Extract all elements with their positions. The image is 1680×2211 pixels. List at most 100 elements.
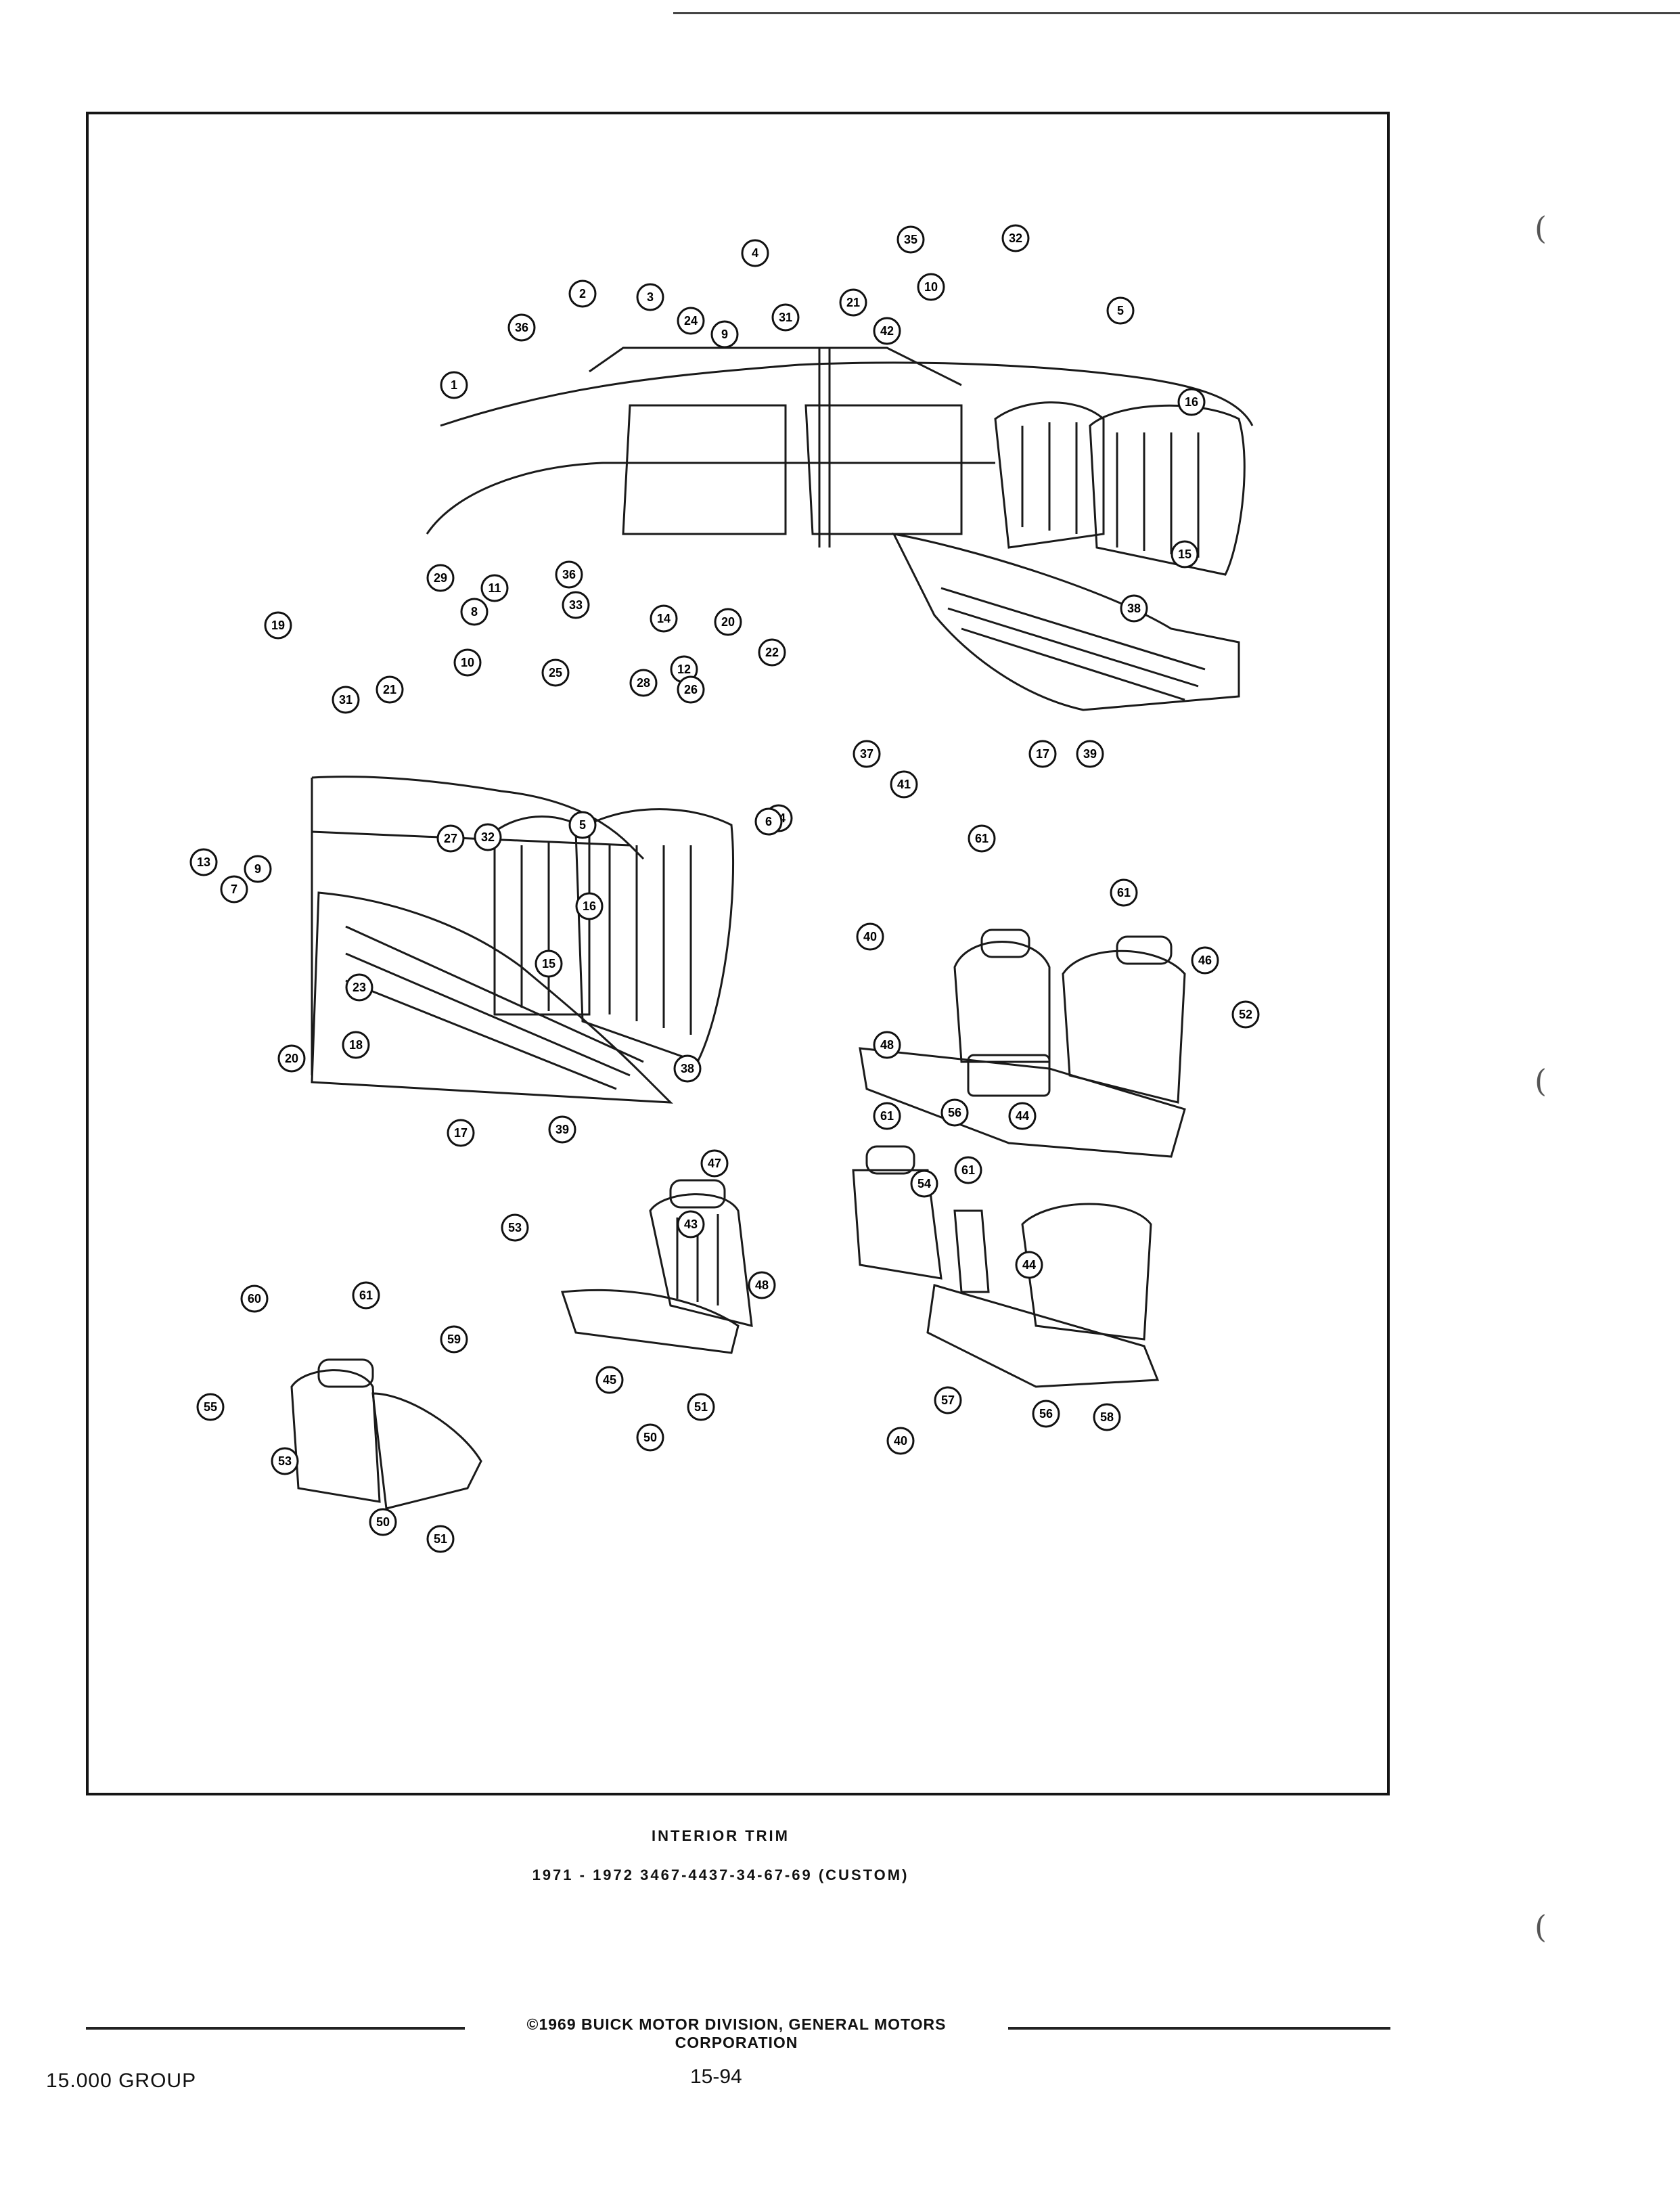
- callout-marker: 16: [1177, 388, 1206, 416]
- callout-marker: 31: [332, 686, 360, 714]
- callout-marker: 29: [426, 564, 455, 592]
- callout-marker: 13: [189, 848, 218, 876]
- callout-number: 46: [1198, 954, 1212, 967]
- callout-number: 39: [555, 1123, 569, 1136]
- callout-number: 10: [461, 656, 474, 669]
- callout-marker: 10: [453, 648, 482, 677]
- callout-number: 21: [846, 296, 860, 309]
- callout-number: 32: [1009, 231, 1022, 245]
- callout-number: 14: [657, 612, 671, 625]
- callout-marker: 41: [890, 770, 918, 799]
- callout-marker: 60: [240, 1285, 269, 1313]
- callout-number: 61: [961, 1163, 975, 1177]
- callout-marker: 48: [873, 1031, 901, 1059]
- callout-number: 50: [643, 1431, 657, 1444]
- callout-marker: 61: [352, 1281, 380, 1310]
- margin-mark: (: [1535, 210, 1547, 246]
- callout-marker: 27: [436, 824, 465, 853]
- callout-number: 32: [481, 830, 495, 844]
- callout-number: 15: [542, 957, 555, 970]
- callout-marker: 5: [568, 811, 597, 839]
- callout-marker: 46: [1191, 946, 1219, 975]
- callout-number: 45: [603, 1373, 616, 1387]
- callout-marker: 25: [541, 658, 570, 687]
- callout-number: 51: [434, 1532, 447, 1546]
- callout-number: 20: [285, 1052, 298, 1065]
- callout-number: 48: [755, 1278, 769, 1292]
- callout-number: 52: [1239, 1008, 1252, 1021]
- callout-number: 59: [447, 1333, 461, 1346]
- callout-marker: 17: [447, 1119, 475, 1147]
- callout-marker: 7: [220, 875, 248, 903]
- callout-number: 37: [860, 747, 873, 761]
- callout-marker: 54: [910, 1169, 938, 1198]
- callout-marker: 20: [714, 608, 742, 636]
- callout-number: 17: [454, 1126, 468, 1140]
- callout-number: 54: [917, 1177, 931, 1190]
- callout-number: 44: [1016, 1109, 1029, 1123]
- callout-marker: 3: [636, 283, 664, 311]
- callout-marker: 56: [1032, 1400, 1060, 1428]
- callout-marker: 53: [501, 1213, 529, 1242]
- callout-number: 18: [349, 1038, 363, 1052]
- callout-marker: 21: [839, 288, 867, 317]
- callout-number: 48: [880, 1038, 894, 1052]
- callout-marker: 45: [595, 1366, 624, 1394]
- callout-marker: 2: [568, 280, 597, 308]
- callout-marker: 5: [1106, 296, 1135, 325]
- callout-number: 58: [1100, 1410, 1114, 1424]
- callout-number: 28: [637, 676, 650, 690]
- callout-number: 53: [508, 1221, 522, 1234]
- callout-marker: 36: [507, 313, 536, 342]
- callout-number: 56: [948, 1106, 961, 1119]
- callout-number: 47: [708, 1157, 721, 1170]
- callout-number: 9: [721, 328, 728, 341]
- footer-rule-left: [86, 2027, 465, 2030]
- callout-number: 55: [204, 1400, 217, 1414]
- callout-marker: 40: [856, 922, 884, 951]
- callout-marker: 9: [244, 855, 272, 883]
- callout-number: 22: [765, 646, 779, 659]
- callout-number: 42: [880, 324, 894, 338]
- callout-marker: 39: [548, 1115, 576, 1144]
- callout-marker: 58: [1093, 1403, 1121, 1431]
- callout-marker: 61: [873, 1102, 901, 1130]
- callout-number: 43: [684, 1218, 698, 1231]
- callout-marker: 15: [535, 950, 563, 978]
- top-rule: [673, 12, 1680, 14]
- callout-marker: 11: [480, 574, 509, 602]
- callout-number: 61: [359, 1289, 373, 1302]
- callout-number: 2: [579, 287, 586, 300]
- callout-number: 61: [1117, 886, 1131, 899]
- callout-marker: 50: [369, 1508, 397, 1536]
- callout-number: 26: [684, 683, 698, 696]
- figure-subtitle: 1971 - 1972 3467-4437-34-67-69 (CUSTOM): [532, 1867, 909, 1883]
- callout-number: 38: [1127, 602, 1141, 615]
- callout-number: 39: [1083, 747, 1097, 761]
- callout-marker: 55: [196, 1393, 225, 1421]
- callout-number: 61: [975, 832, 989, 845]
- callout-number: 36: [515, 321, 528, 334]
- callout-number: 51: [694, 1400, 708, 1414]
- callout-number: 61: [880, 1109, 894, 1123]
- callout-number: 20: [721, 615, 735, 629]
- callout-marker: 48: [748, 1271, 776, 1299]
- callout-marker: 6: [754, 807, 783, 836]
- callout-number: 29: [434, 571, 447, 585]
- callout-marker: 14: [650, 604, 678, 633]
- callout-number: 23: [353, 981, 366, 994]
- callout-marker: 50: [636, 1423, 664, 1452]
- callout-marker: 35: [896, 225, 925, 254]
- callout-marker: 22: [758, 638, 786, 667]
- callout-marker: 43: [677, 1210, 705, 1238]
- callout-number: 40: [863, 930, 877, 943]
- group-label: 15.000 GROUP: [46, 2070, 197, 2092]
- callout-marker: 33: [562, 591, 590, 619]
- callout-marker: 28: [629, 669, 658, 697]
- callout-marker: 59: [440, 1325, 468, 1354]
- callout-number: 25: [549, 666, 562, 679]
- callout-number: 1: [451, 378, 457, 392]
- callout-number: 41: [897, 778, 911, 791]
- callout-number: 50: [376, 1515, 390, 1529]
- callout-marker: 32: [1001, 224, 1030, 252]
